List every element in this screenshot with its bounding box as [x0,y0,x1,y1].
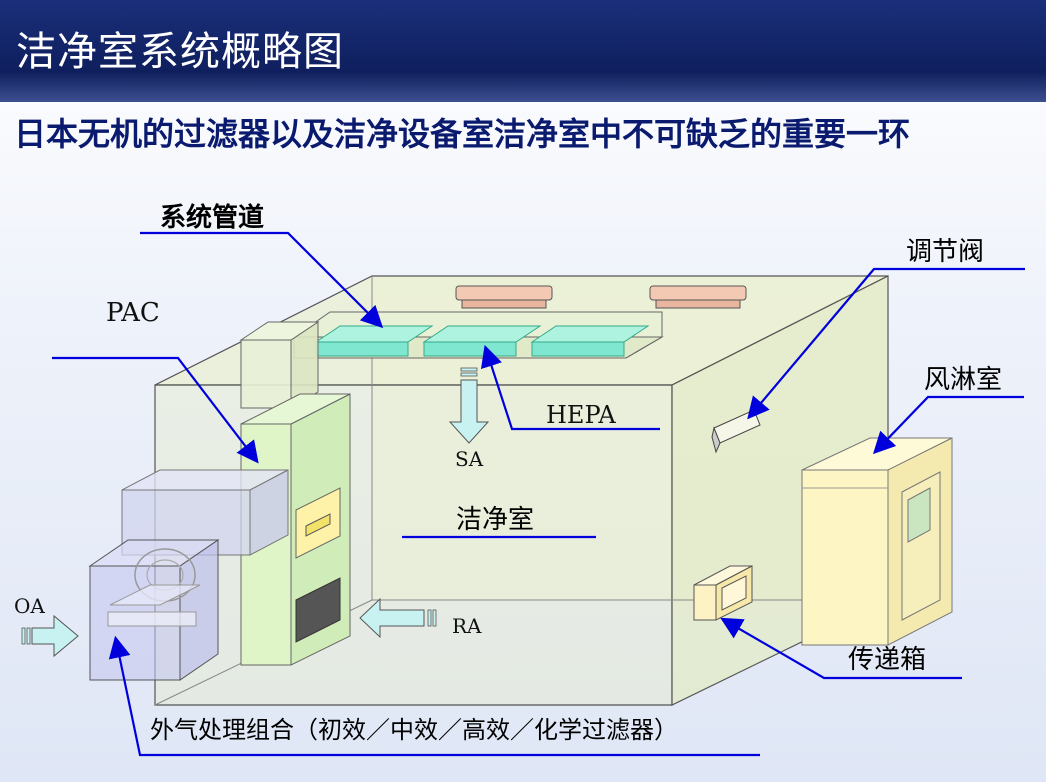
ceiling-diffuser [649,285,747,309]
hepa-leader [480,344,660,431]
hepa-filter [314,325,434,357]
label-ra: RA [452,614,482,638]
label-air-shower: 风淋室 [924,365,1002,395]
air-shower [801,437,953,646]
label-pac: PAC [106,298,160,328]
damper-leader [747,267,1025,420]
label-duct: 系统管道 [160,202,264,233]
label-pass-box: 传递箱 [848,645,926,675]
page-title: 洁净室系统概略图 [16,29,344,75]
air-shower-leader [872,395,1024,455]
label-cleanroom: 洁净室 [456,505,534,535]
oa-arrow [21,614,79,658]
ceiling-diffuser [455,285,553,309]
label-outdoor-unit: 外气处理组合（初效／中效／高效／化学过滤器） [150,716,678,744]
subtitle: 日本无机的过滤器以及洁净设备室洁净室中不可缺乏的重要一环 [14,115,911,153]
title-bar: 洁净室系统概略图 [0,0,1046,102]
label-oa: OA [14,594,45,618]
leader-lines [52,231,1025,757]
riser-duct [239,321,320,409]
pass-box-leader [720,617,962,680]
pac-leader [52,356,259,464]
label-hepa: HEPA [546,401,616,429]
outdoor-leader [108,635,760,757]
label-sa: SA [455,447,484,471]
hepa-filter [530,325,650,357]
label-damper: 调节阀 [906,237,984,267]
pass-box [693,565,753,621]
sa-arrow [448,367,490,444]
duct-leader [140,231,384,329]
ra-arrow [359,597,437,639]
